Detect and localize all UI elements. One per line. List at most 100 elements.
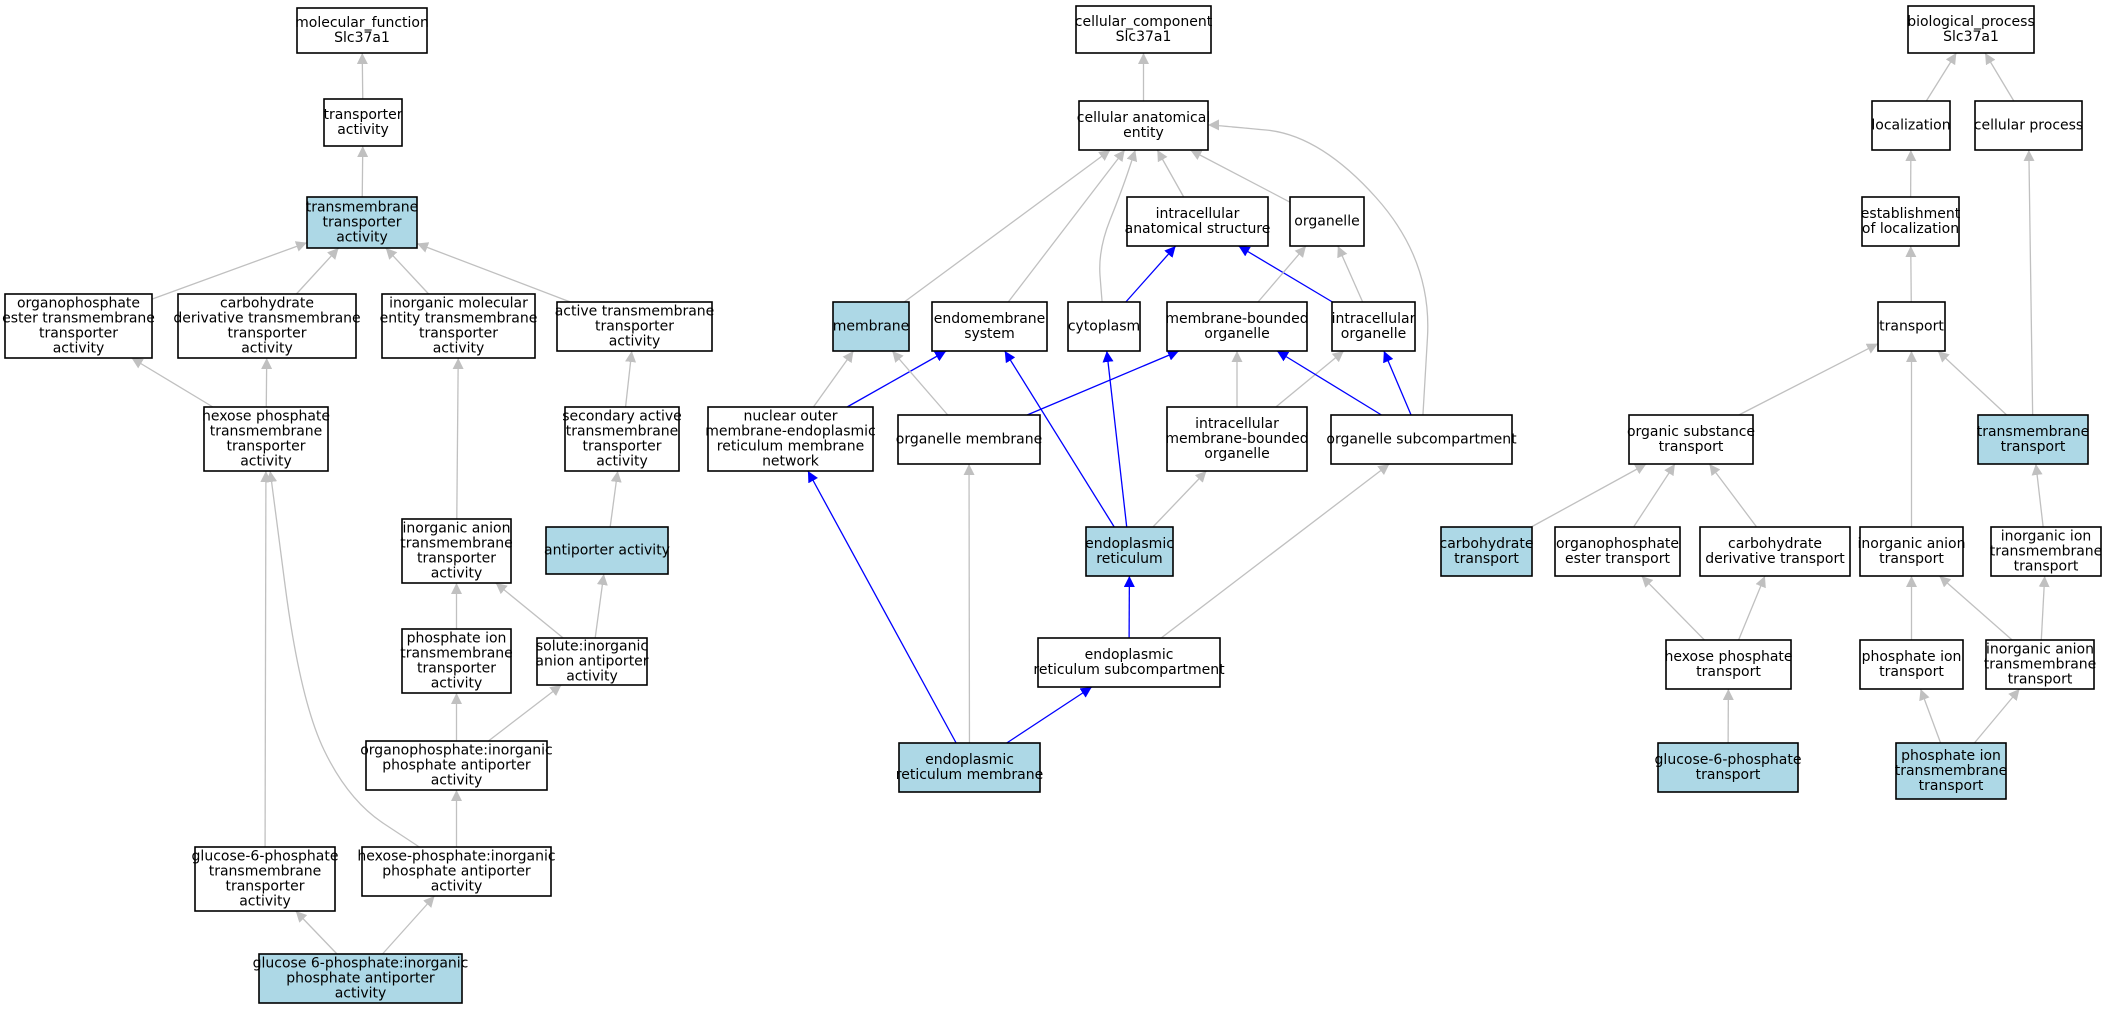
node-label-line: transporter — [322, 215, 401, 231]
edge-organelle-membrane-to-membrane-bounded-org — [1026, 350, 1180, 416]
node-box — [1554, 526, 1681, 577]
node-label-line: transport — [1659, 439, 1724, 455]
edge-hexose-p-inorg-to-hexose-phosphate-tm — [266, 470, 420, 848]
node-label-line: organic substance — [1627, 424, 1755, 440]
node-cellular-process[interactable]: cellular process — [1974, 100, 2083, 151]
node-box — [323, 98, 403, 147]
edge-phosphate-ion-tm-transport-to-phosphate-ion-transport — [1919, 688, 1942, 744]
node-label-line: transporter — [225, 879, 304, 895]
node-box — [1628, 414, 1754, 465]
edge-transporter-activity-to-mf — [356, 52, 368, 100]
edge-cytoplasm-to-cell-anat-entity — [1099, 149, 1138, 303]
node-label-line: transport — [2014, 559, 2079, 575]
node-organelle[interactable]: organelle — [1289, 196, 1365, 247]
node-secondary-active-tm[interactable]: secondary activetransmembranetransporter… — [562, 406, 682, 472]
node-label-line: transmembrane — [1990, 544, 2103, 560]
node-label-line: anatomical structure — [1125, 221, 1271, 237]
node-membrane[interactable]: membrane — [832, 301, 910, 352]
node-box — [4, 293, 153, 359]
node-label-line: cellular process — [1974, 118, 2083, 134]
edge-solute-inorg-anion-to-inorg-anion-tm-act — [495, 582, 564, 639]
node-nuclear-outer[interactable]: nuclear outermembrane-endoplasmicreticul… — [705, 406, 876, 472]
node-label-line: organelle — [1204, 326, 1269, 342]
node-label-line: establishment — [1861, 206, 1961, 222]
node-box — [1861, 196, 1960, 247]
node-label-line: organophosphate:inorganic — [360, 743, 553, 759]
node-label-line: organelle — [1294, 214, 1359, 230]
node-box — [194, 846, 336, 912]
node-label-line: transport — [2001, 439, 2066, 455]
node-antiporter-activity[interactable]: antiporter activity — [544, 526, 670, 575]
node-box — [1877, 301, 1946, 352]
edge-organelle-subcomp-to-cell-anat-entity — [1207, 119, 1429, 416]
node-phosphate-ion-tm-act[interactable]: phosphate iontransmembranetransporteract… — [400, 628, 513, 694]
node-box — [897, 414, 1041, 465]
node-organelle-membrane[interactable]: organelle membrane — [896, 414, 1042, 465]
edge-organophosphate-ester-transport-to-organic-subst-transport — [1633, 463, 1676, 528]
node-label-line: membrane — [833, 319, 910, 335]
node-label-line: glucose-6-phosphate — [192, 849, 339, 865]
node-label-line: secondary active — [562, 409, 682, 425]
node-localization[interactable]: localization — [1871, 100, 1951, 151]
node-box — [1037, 637, 1221, 688]
node-inorg-anion-tm-act[interactable]: inorganic aniontransmembranetransportera… — [400, 518, 513, 584]
node-label-line: carbohydrate — [1728, 536, 1822, 552]
node-label-line: organelle membrane — [896, 432, 1042, 448]
node-organelle-subcomp[interactable]: organelle subcompartment — [1326, 414, 1517, 465]
node-label-line: endoplasmic — [1085, 647, 1174, 663]
node-box — [1166, 301, 1308, 352]
node-label-line: organelle subcompartment — [1326, 432, 1517, 448]
node-label-line: activity — [609, 334, 661, 350]
node-box — [1440, 526, 1533, 577]
node-hexose-phosphate-tm[interactable]: hexose phosphatetransmembranetransporter… — [202, 406, 330, 472]
edge-inorg-anion-tm-transport-to-inorg-ion-tm-transport — [2038, 575, 2050, 641]
node-label-line: cellular anatomical — [1077, 110, 1210, 126]
node-box — [1974, 100, 2083, 151]
edge-cellular-process-to-bp — [1984, 52, 2015, 102]
node-transport[interactable]: transport — [1877, 301, 1946, 352]
node-label-line: transport — [1919, 778, 1984, 794]
node-cytoplasm[interactable]: cytoplasm — [1067, 301, 1141, 352]
node-g6p-tm-act[interactable]: glucose-6-phosphatetransmembranetranspor… — [192, 846, 339, 912]
node-label-line: activity — [336, 230, 388, 246]
node-box — [564, 406, 680, 472]
node-label-line: carbohydrate — [220, 296, 314, 312]
node-box — [1166, 406, 1308, 472]
node-label-line: activity — [240, 454, 292, 470]
